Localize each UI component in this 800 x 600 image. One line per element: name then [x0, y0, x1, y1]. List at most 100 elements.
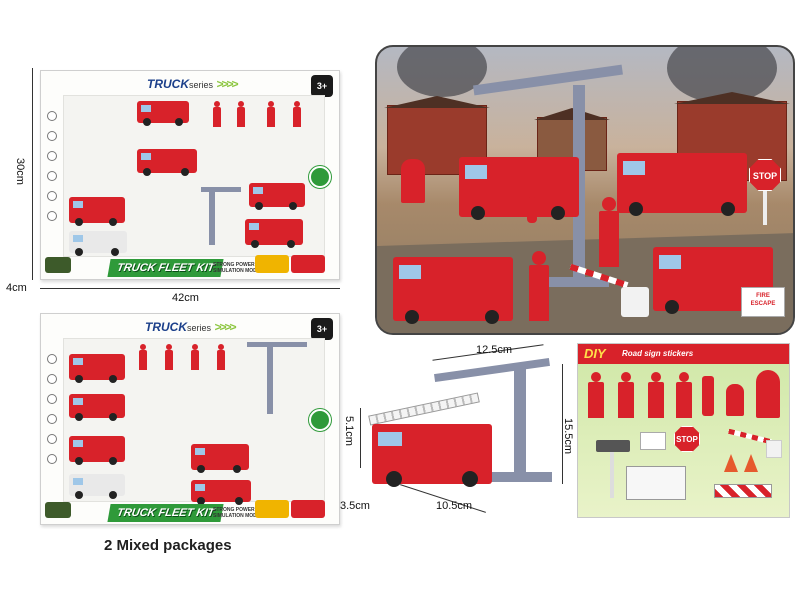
toy-truck-illustration	[291, 500, 325, 518]
toy-tanker-truck	[69, 231, 127, 256]
toy-firefighter-figure	[217, 344, 225, 370]
chevron-decoration-icon: >>>>	[216, 77, 238, 91]
smoke-cloud	[397, 47, 487, 97]
crane-height-label: 15.5cm	[562, 418, 574, 455]
width-dimension-label: 42cm	[172, 292, 199, 304]
sticker-firefighter-figure	[618, 372, 634, 418]
sticker-firefighter-figure	[676, 372, 692, 418]
packages-caption: 2 Mixed packages	[104, 537, 232, 554]
toy-crane	[573, 85, 585, 285]
toy-firefighter-figure	[213, 101, 221, 127]
sticker-header-diy: DIY	[584, 346, 606, 361]
toy-fire-truck	[137, 101, 189, 126]
truck-length-label: 10.5cm	[436, 500, 473, 512]
stop-sign-post	[763, 191, 767, 225]
feature-icon	[47, 454, 57, 464]
crane-width-label: 12.5cm	[476, 344, 513, 356]
toy-tanker-truck	[459, 157, 579, 220]
sticker-header: DIY Road sign stickers	[578, 344, 789, 364]
toy-ladder-truck	[69, 436, 125, 465]
truck-height-dimension-line	[360, 408, 361, 468]
feature-icon	[47, 131, 57, 141]
feature-icon	[47, 111, 57, 121]
kit-title: TRUCK FLEET KIT	[107, 504, 224, 522]
feature-icon	[47, 151, 57, 161]
feature-badge	[309, 409, 331, 431]
fire-extinguisher	[527, 197, 537, 223]
feature-icon	[47, 414, 57, 424]
toy-crane-arm	[434, 357, 550, 383]
sticker-sign-board	[640, 432, 666, 450]
sticker-firefighter-figure	[648, 372, 664, 418]
feature-icon	[47, 354, 57, 364]
toy-crane	[267, 344, 273, 414]
kit-subtitle: STRONG POWER SIMULATION MODE	[213, 507, 261, 519]
stop-sign: STOP	[749, 159, 781, 191]
toy-firefighter-figure	[139, 344, 147, 370]
sticker-fire-extinguisher	[702, 376, 714, 416]
feature-icon	[47, 434, 57, 444]
sticker-traffic-cone	[724, 454, 738, 472]
toy-truck-illustration	[291, 255, 325, 273]
toy-firefighter-figure	[267, 101, 275, 127]
sticker-traffic-light	[596, 440, 630, 452]
toy-truck-illustration	[255, 255, 289, 273]
toy-ladder-truck	[137, 149, 197, 176]
package-bottom: TRUCKseries >>>> 3+ TRUCK FLEET KIT STRO…	[40, 313, 340, 525]
crane-height-dimension-line	[562, 364, 563, 484]
toy-crane-arm	[473, 64, 623, 96]
sticker-header-text: Road sign stickers	[622, 349, 694, 358]
play-scene: STOP FIRE ESCAPE	[375, 45, 795, 335]
brand-logo: TRUCKseries >>>>	[145, 320, 236, 334]
barrier-base	[621, 287, 649, 317]
chevron-decoration-icon: >>>>	[214, 320, 236, 334]
toy-fire-truck	[617, 153, 747, 216]
toy-fire-truck	[69, 394, 125, 421]
fire-escape-sign: FIRE ESCAPE	[741, 287, 785, 317]
feature-badge	[309, 166, 331, 188]
feature-icon	[47, 394, 57, 404]
package-top: TRUCKseries >>>> 3+ TRUCK FLEET KIT STRO…	[40, 70, 340, 280]
sticker-traffic-light-post	[610, 452, 614, 498]
toy-firefighter-figure	[237, 101, 245, 127]
height-dimension-line	[32, 68, 33, 280]
toy-crane	[209, 189, 215, 245]
toy-ladder-truck	[393, 257, 513, 324]
sticker-fire-station	[626, 466, 686, 500]
sticker-stop-sign: STOP	[674, 426, 700, 452]
depth-dimension-label: 4cm	[6, 282, 27, 294]
feature-icon	[47, 374, 57, 384]
brand-logo: TRUCKseries >>>>	[147, 77, 238, 91]
age-badge: 3+	[311, 318, 333, 340]
toy-jeep-illustration	[45, 257, 71, 273]
toy-tanker-truck	[69, 474, 125, 499]
toy-crane	[514, 364, 526, 474]
width-dimension-line	[40, 288, 340, 289]
toy-firefighter-figure	[165, 344, 173, 370]
toy-ladder	[368, 392, 480, 426]
toy-ladder-truck	[372, 424, 492, 487]
sticker-firefighter-figure	[588, 372, 604, 418]
kit-title: TRUCK FLEET KIT	[107, 259, 224, 277]
toy-firefighter-figure	[529, 251, 549, 321]
toy-crane-base	[549, 277, 609, 287]
toy-fire-truck	[245, 219, 303, 248]
truck-depth-label: 3.5cm	[340, 500, 370, 512]
feature-icon	[47, 211, 57, 221]
toy-crane-base	[488, 472, 552, 482]
toy-ladder-truck	[191, 444, 249, 473]
feature-icon	[47, 191, 57, 201]
feature-icon	[47, 171, 57, 181]
height-dimension-label: 30cm	[14, 158, 26, 185]
toy-crane-arm	[201, 187, 241, 192]
sticker-alarm-bell	[756, 370, 780, 418]
toy-ladder-truck	[69, 354, 125, 383]
toy-crane-arm	[247, 342, 307, 347]
fire-hydrant	[401, 159, 425, 203]
sticker-road-barrier	[714, 484, 772, 498]
toy-fire-truck	[249, 183, 305, 210]
toy-firefighter-figure	[293, 101, 301, 127]
toy-jeep-illustration	[45, 502, 71, 518]
age-badge: 3+	[311, 75, 333, 97]
truck-height-label: 5.1cm	[343, 416, 355, 446]
